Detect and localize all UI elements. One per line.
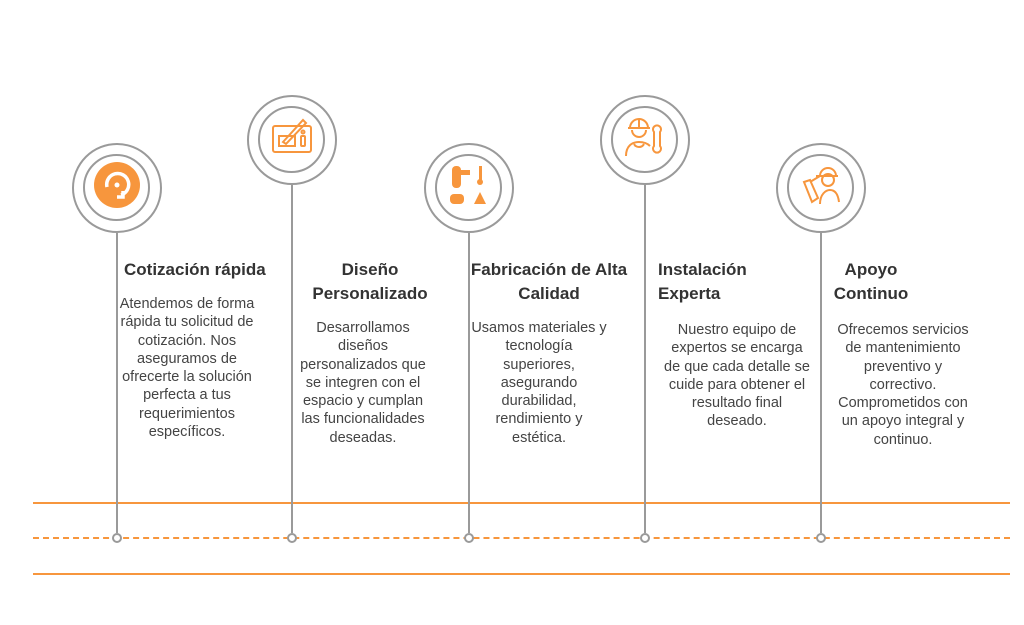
step-1-title: Cotización rápida [124, 260, 266, 279]
worker-wrench-icon [622, 114, 668, 165]
step-5-dot [816, 533, 826, 543]
quick-quote-icon [93, 161, 141, 214]
step-2-text: Desarrollamos diseños personalizados que… [300, 320, 426, 446]
step-5-title: Apoyo Continuo [833, 260, 909, 303]
step-2-stem [291, 185, 293, 533]
step-2-ring [247, 95, 337, 185]
step-1-stem [116, 233, 118, 533]
step-2-title: Diseño Personalizado [312, 260, 428, 303]
timeline-dashed-line [33, 537, 1010, 539]
step-3-text: Usamos materiales y tecnología superiore… [471, 320, 607, 446]
step-3-dot [464, 533, 474, 543]
step-2-dot [287, 533, 297, 543]
step-3-stem [468, 233, 470, 533]
step-5-ring [776, 143, 866, 233]
design-tablet-icon [269, 114, 315, 165]
step-5-text: Ofrecemos servicios de mantenimiento pre… [837, 322, 969, 448]
step-4-title: Instalación Experta [658, 260, 747, 303]
robot-arm-icon [446, 162, 492, 213]
step-1-text: Atendemos de forma rápida tu solicitud d… [119, 296, 255, 441]
timeline-top-line [33, 502, 1010, 504]
step-4-dot [640, 533, 650, 543]
timeline-bottom-line [33, 573, 1010, 575]
step-1-ring [72, 143, 162, 233]
step-1-dot [112, 533, 122, 543]
step-3-title: Fabricación de Alta Calidad [470, 260, 628, 303]
step-4-text: Nuestro equipo de expertos se encarga de… [664, 322, 810, 430]
worker-support-icon [798, 162, 844, 213]
step-5-stem [820, 233, 822, 533]
step-4-ring [600, 95, 690, 185]
step-3-ring [424, 143, 514, 233]
step-4-stem [644, 185, 646, 533]
